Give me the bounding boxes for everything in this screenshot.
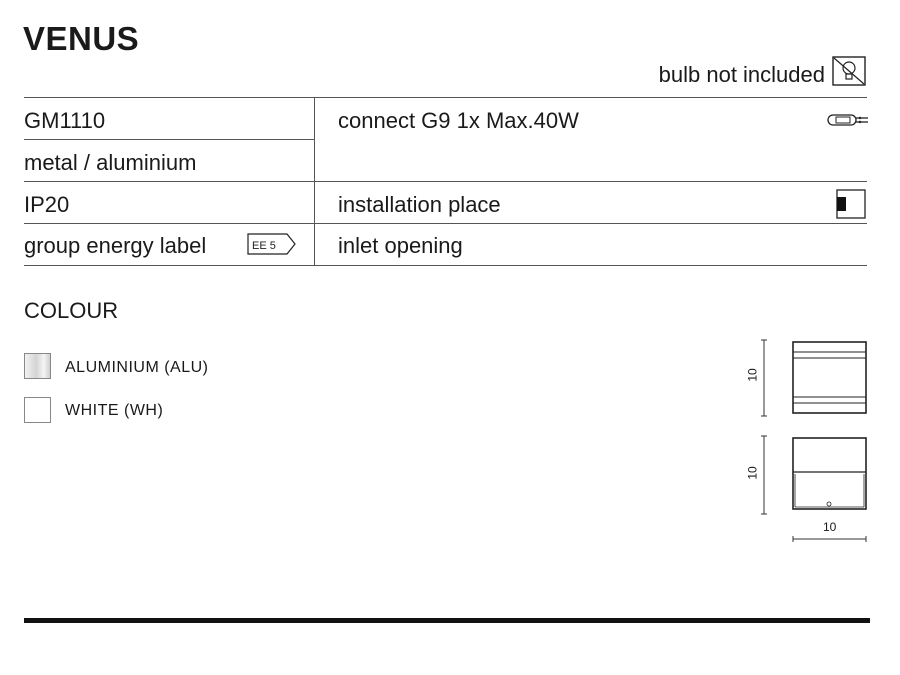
row-divider — [24, 181, 867, 182]
colour-swatch-aluminium — [24, 353, 51, 379]
column-divider — [314, 97, 315, 265]
energy-label-icon: EE 5 — [247, 233, 296, 255]
width-dimension — [792, 536, 867, 542]
product-title: VENUS — [23, 20, 140, 57]
row-divider — [24, 139, 314, 140]
dimension-side-height: 10 — [745, 466, 760, 480]
bottom-divider — [24, 618, 870, 623]
colour-swatch-white — [24, 397, 51, 423]
inlet-opening: inlet opening — [338, 233, 463, 258]
table-top-line — [24, 97, 867, 98]
colour-label-white: WHITE (WH) — [65, 402, 164, 419]
colour-title: COLOUR — [24, 298, 119, 323]
front-view-drawing — [761, 339, 867, 417]
crossed-bulb-icon — [832, 56, 866, 86]
side-view-drawing — [761, 435, 867, 515]
dimension-drawing — [761, 339, 867, 542]
row-divider — [24, 223, 867, 224]
bulb-note: bulb not included — [658, 62, 825, 87]
material: metal / aluminium — [24, 150, 197, 175]
energy-label-text: group energy label — [24, 233, 207, 258]
dimension-width: 10 — [823, 520, 837, 534]
product-code: GM1110 — [24, 108, 106, 133]
table-bottom-line — [24, 265, 867, 266]
energy-badge-text: EE 5 — [252, 240, 276, 252]
dimension-front-height: 10 — [745, 368, 760, 382]
wall-installation-icon — [836, 189, 866, 219]
installation-place: installation place — [338, 192, 501, 217]
ip-rating: IP20 — [24, 192, 70, 217]
g9-bulb-icon — [827, 114, 868, 126]
connect-spec: connect G9 1x Max.40W — [338, 108, 579, 133]
colour-label-aluminium: ALUMINIUM (ALU) — [65, 359, 209, 376]
